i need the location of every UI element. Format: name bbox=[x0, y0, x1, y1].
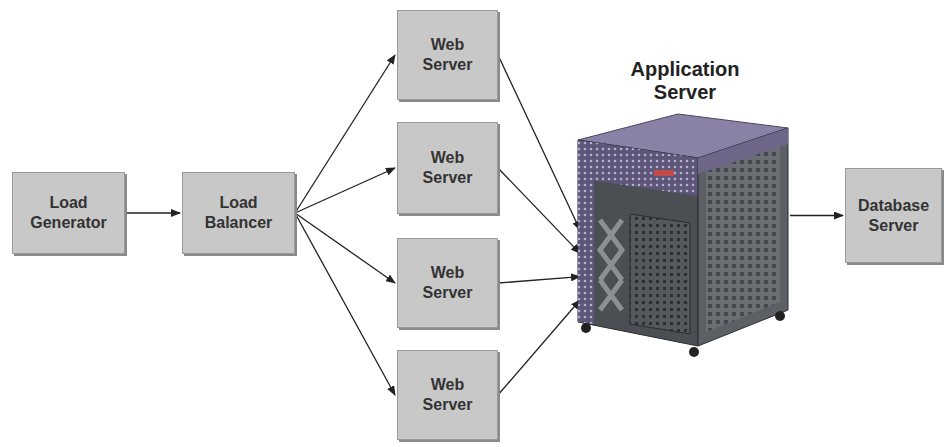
process-box: Web Server bbox=[397, 350, 498, 440]
arrow-connector bbox=[498, 55, 580, 230]
process-box: Load Generator bbox=[12, 172, 125, 254]
box-text-group: Web Server bbox=[413, 35, 483, 75]
server-heading: Application Server bbox=[610, 58, 760, 104]
box-label: Web Server bbox=[413, 375, 483, 415]
arrow-connector bbox=[498, 300, 580, 395]
arrow-connector bbox=[295, 168, 395, 213]
arrow-connector bbox=[790, 215, 843, 216]
process-box: Load Balancer bbox=[182, 172, 295, 254]
server-illustration bbox=[570, 110, 800, 360]
box-label: Web Server bbox=[413, 263, 483, 303]
box-label: Load Balancer bbox=[194, 193, 284, 233]
box-text-group: Web Server bbox=[413, 148, 483, 188]
box-label: Web Server bbox=[413, 148, 483, 188]
box-text-group: Web Server bbox=[413, 375, 483, 415]
box-label: Load Generator bbox=[24, 193, 114, 233]
arrow-connector bbox=[295, 55, 395, 213]
process-box: Web Server bbox=[397, 238, 498, 328]
box-text-group: Load Generator bbox=[24, 193, 114, 233]
box-label: Web Server bbox=[413, 35, 483, 75]
box-label: Database Server bbox=[854, 196, 934, 236]
arrow-connector bbox=[498, 168, 580, 253]
process-box: Web Server bbox=[397, 10, 498, 100]
application-server: Application Server bbox=[570, 58, 800, 358]
box-text-group: Load Balancer bbox=[194, 193, 284, 233]
arrow-connector bbox=[498, 277, 580, 283]
arrow-connector bbox=[295, 213, 395, 395]
box-text-group: Web Server bbox=[413, 263, 483, 303]
arrow-connector bbox=[295, 213, 395, 283]
process-box: Web Server bbox=[397, 122, 498, 214]
arrow-connector bbox=[125, 212, 180, 213]
process-box: Database Server bbox=[845, 168, 942, 263]
box-text-group: Database Server bbox=[854, 196, 934, 236]
